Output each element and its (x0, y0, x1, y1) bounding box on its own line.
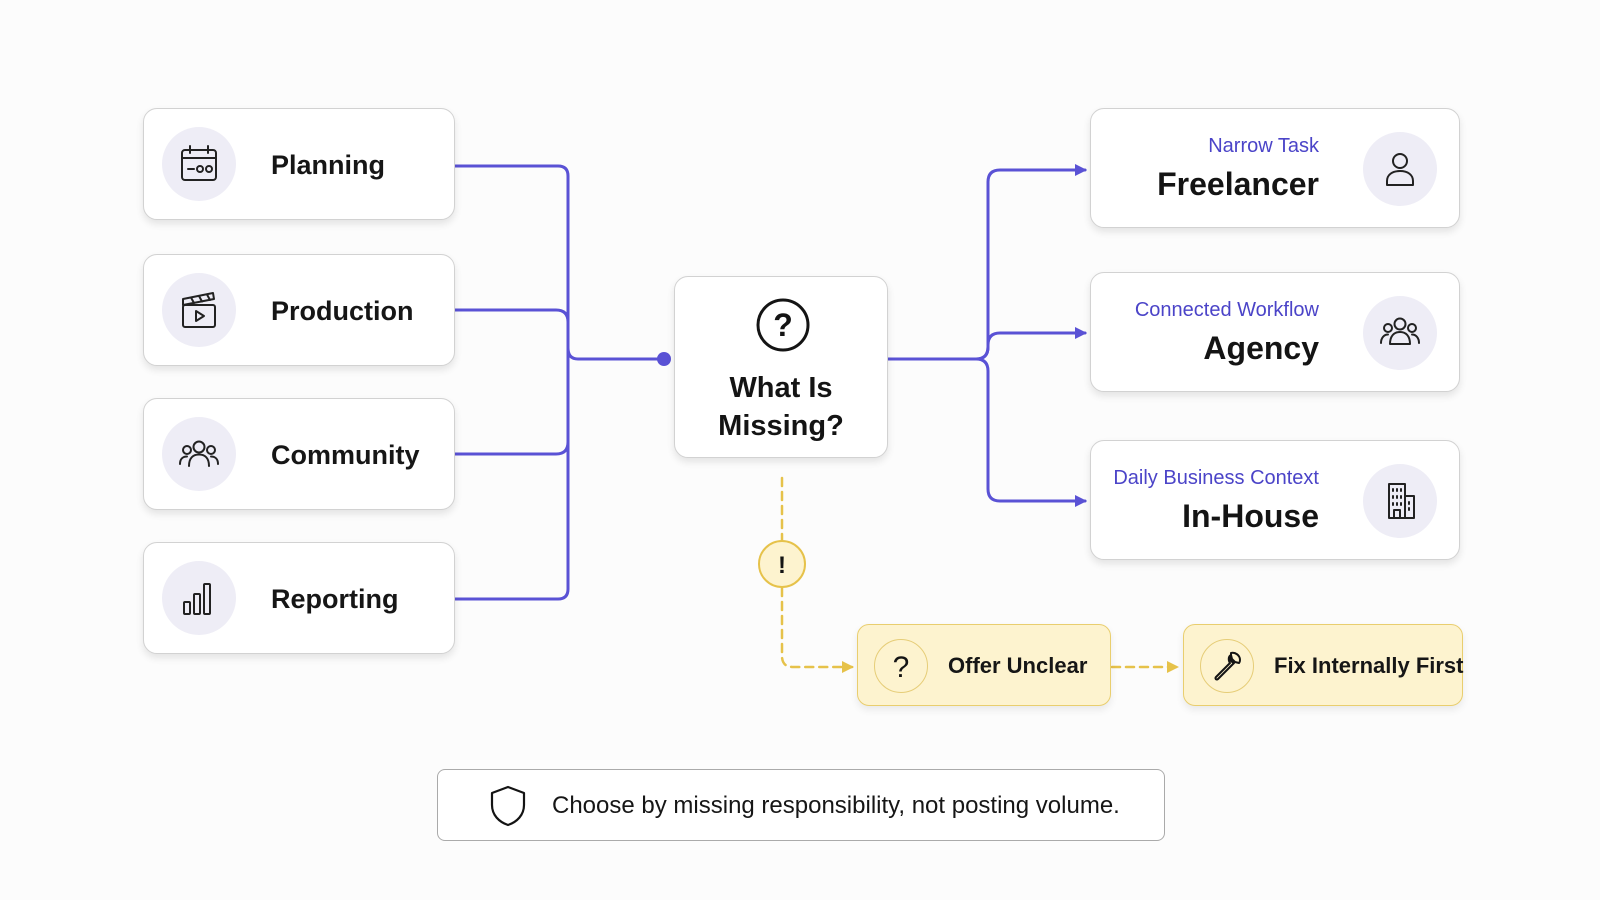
footer-note: Choose by missing responsibility, not po… (437, 769, 1165, 841)
output-title: In-House (1182, 498, 1319, 534)
calendar-icon (162, 127, 236, 201)
output-subtitle: Connected Workflow (1134, 299, 1319, 321)
warning-card-offer-unclear[interactable]: ? Offer Unclear (857, 624, 1111, 706)
output-card-inhouse[interactable]: Daily Business Context In-House (1090, 440, 1460, 560)
input-card-planning[interactable]: Planning (143, 108, 455, 220)
user-icon (1363, 132, 1437, 206)
exclamation-icon: ! (758, 540, 806, 588)
connector-community (453, 357, 570, 456)
svg-text:?: ? (893, 651, 910, 684)
decision-card[interactable]: ? What Is Missing? (674, 276, 888, 458)
connector-to-inhouse (974, 357, 1087, 507)
decision-title: What Is Missing? (675, 369, 887, 445)
input-card-reporting[interactable]: Reporting (143, 542, 455, 654)
output-text: Daily Business Context In-House (1113, 441, 1319, 561)
input-card-community[interactable]: Community (143, 398, 455, 510)
input-label: Planning (271, 149, 385, 180)
bar-chart-icon (162, 561, 236, 635)
warning-line-to-offer (780, 586, 854, 673)
clapperboard-icon (162, 273, 236, 347)
connector-planning (453, 164, 664, 361)
team-icon (1363, 296, 1437, 370)
footer-text: Choose by missing responsibility, not po… (552, 792, 1120, 819)
wrench-icon (1200, 639, 1254, 693)
shield-icon (490, 785, 526, 827)
output-subtitle: Narrow Task (1208, 135, 1319, 157)
question-circle-icon: ? (756, 298, 810, 352)
connector-reporting (453, 357, 570, 601)
output-text: Connected Workflow Agency (1135, 273, 1319, 393)
warning-label: Fix Internally First (1274, 653, 1464, 678)
warning-label: Offer Unclear (948, 653, 1088, 678)
building-icon (1363, 464, 1437, 538)
decision-title-line1: What Is (729, 372, 833, 404)
input-label: Community (271, 439, 420, 470)
decision-title-line2: Missing? (718, 410, 844, 442)
input-card-production[interactable]: Production (143, 254, 455, 366)
connector-production (453, 308, 570, 361)
connector-to-freelancer (886, 164, 1087, 361)
input-label: Reporting (271, 583, 399, 614)
output-title: Freelancer (1157, 166, 1319, 202)
svg-text:?: ? (773, 307, 793, 343)
users-icon (162, 417, 236, 491)
output-card-agency[interactable]: Connected Workflow Agency (1090, 272, 1460, 392)
warning-card-fix-internally[interactable]: Fix Internally First (1183, 624, 1464, 706)
junction-dot (657, 352, 671, 366)
question-icon: ? (874, 639, 928, 693)
output-text: Narrow Task Freelancer (1157, 109, 1319, 229)
output-subtitle: Daily Business Context (1113, 467, 1319, 489)
connector-to-agency (974, 327, 1087, 361)
input-label: Production (271, 295, 414, 326)
output-card-freelancer[interactable]: Narrow Task Freelancer (1090, 108, 1460, 228)
svg-text:!: ! (778, 552, 786, 578)
output-title: Agency (1203, 330, 1319, 366)
